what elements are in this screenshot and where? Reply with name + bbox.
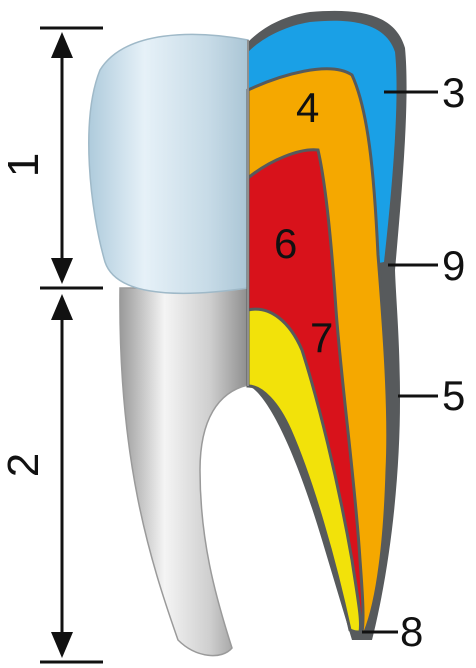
label-part-7: 7 — [310, 314, 333, 361]
label-part-5: 5 — [442, 372, 465, 419]
label-crown-segment: 1 — [0, 153, 48, 177]
root-exterior — [120, 288, 248, 656]
label-part-8: 8 — [400, 608, 423, 655]
tooth-exterior — [89, 34, 248, 655]
label-root-segment: 2 — [0, 453, 48, 477]
crown-exterior — [89, 34, 248, 293]
root-arrow-head-up — [51, 294, 73, 320]
crown-arrow-head-down — [51, 258, 73, 284]
label-part-4: 4 — [296, 84, 319, 131]
root-bracket — [40, 294, 103, 662]
label-part-6: 6 — [274, 220, 297, 267]
label-part-3: 3 — [442, 69, 465, 116]
root-arrow-head-down — [51, 632, 73, 658]
crown-arrow-head-up — [51, 32, 73, 58]
label-part-9: 9 — [442, 242, 465, 289]
